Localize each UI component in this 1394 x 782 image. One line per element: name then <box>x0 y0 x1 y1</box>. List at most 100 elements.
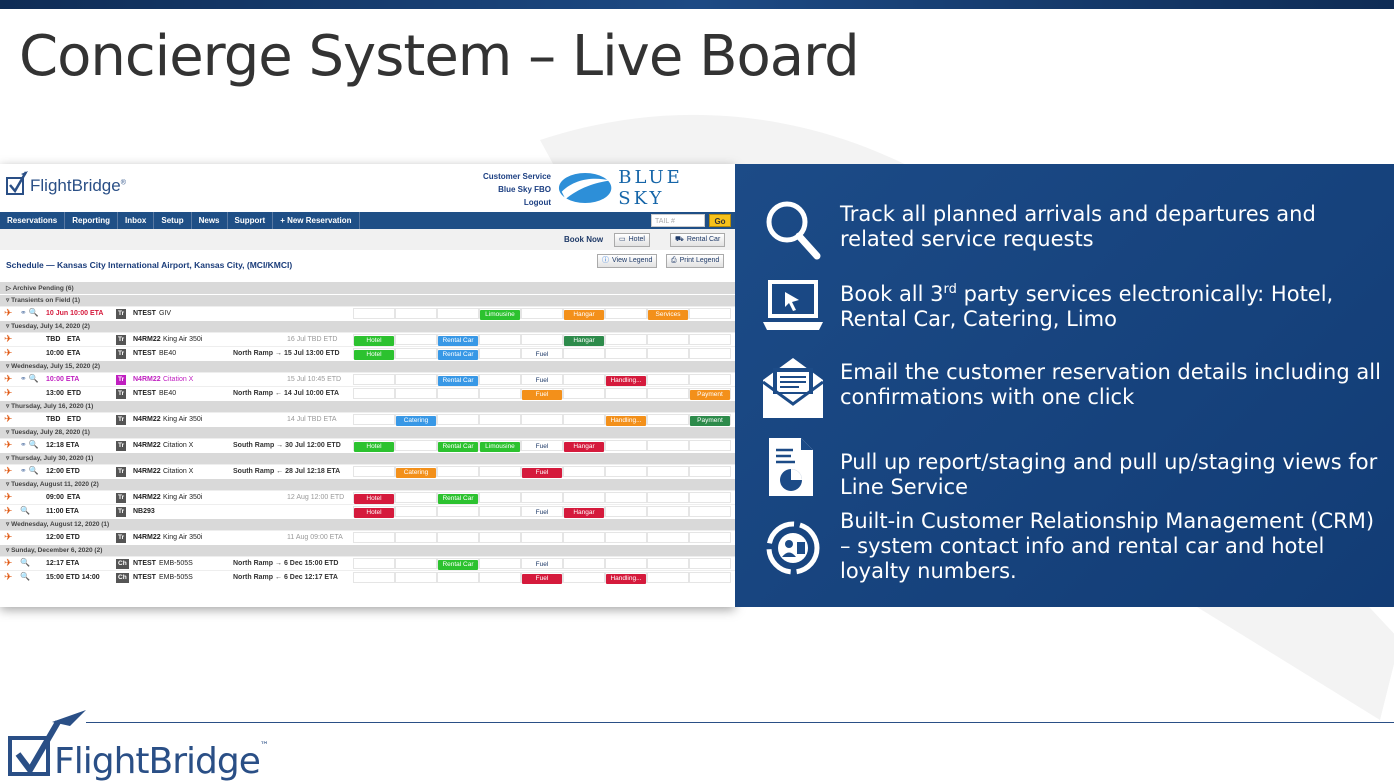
service-cell[interactable] <box>563 572 605 583</box>
logout-link[interactable]: Logout <box>523 198 551 207</box>
service-cell[interactable] <box>605 466 647 477</box>
service-cell[interactable] <box>437 572 479 583</box>
service-status-tag[interactable]: Handling... <box>606 376 646 386</box>
tail-number[interactable]: N4RM22 <box>133 416 161 423</box>
tail-number[interactable]: NB293 <box>133 508 155 515</box>
service-cell[interactable] <box>353 558 395 569</box>
service-cell[interactable] <box>521 414 563 425</box>
service-cell[interactable] <box>647 348 689 359</box>
service-status-tag[interactable]: Payment <box>690 416 730 426</box>
book-hotel-button[interactable]: ▭Hotel <box>614 233 650 247</box>
arrival-time[interactable]: TBD <box>46 416 61 423</box>
service-cell[interactable] <box>395 558 437 569</box>
service-cell[interactable] <box>563 348 605 359</box>
service-cell[interactable] <box>563 388 605 399</box>
service-cell[interactable] <box>605 506 647 517</box>
service-status-tag[interactable]: Rental Car <box>438 376 478 386</box>
schedule-group-header[interactable]: ▿ Thursday, July 16, 2020 (1) <box>0 400 735 412</box>
tail-number[interactable]: N4RM22 <box>133 534 161 541</box>
service-cell[interactable] <box>395 308 437 319</box>
service-cell[interactable] <box>647 492 689 503</box>
service-cell[interactable] <box>395 572 437 583</box>
collapse-icon[interactable]: ▿ <box>6 403 12 410</box>
collapse-icon[interactable]: ▿ <box>6 429 12 436</box>
service-status-tag[interactable]: Hangar <box>564 310 604 320</box>
service-cell[interactable] <box>437 532 479 543</box>
service-cell[interactable] <box>647 466 689 477</box>
collapse-icon[interactable]: ▿ <box>6 323 12 330</box>
print-legend-button[interactable]: ⎙Print Legend <box>666 254 725 268</box>
arrival-time[interactable]: 15:00 ETD 14:00 <box>46 574 100 581</box>
service-cell[interactable] <box>479 334 521 345</box>
service-status-tag[interactable]: Handling... <box>606 416 646 426</box>
nav-news[interactable]: News <box>192 212 228 229</box>
archive-pending-row[interactable]: ▷ Archive Pending (6) <box>0 281 735 294</box>
schedule-group-header[interactable]: ▿ Tuesday, August 11, 2020 (2) <box>0 478 735 490</box>
arrival-time[interactable]: 12:17 ETA <box>46 560 80 567</box>
service-cell[interactable] <box>353 308 395 319</box>
service-cell[interactable] <box>521 532 563 543</box>
service-cell[interactable] <box>689 532 731 543</box>
link-search-icon[interactable]: ⚭ 🔍 <box>20 466 39 475</box>
service-cell[interactable] <box>479 572 521 583</box>
schedule-group-header[interactable]: ▿ Tuesday, July 14, 2020 (2) <box>0 320 735 332</box>
collapse-icon[interactable]: ▿ <box>6 547 12 554</box>
tail-number[interactable]: NTEST <box>133 574 156 581</box>
service-cell[interactable] <box>689 492 731 503</box>
service-status-tag[interactable]: Fuel <box>522 574 562 584</box>
tail-number[interactable]: NTEST <box>133 310 156 317</box>
service-status-tag[interactable]: Hotel <box>354 336 394 346</box>
service-cell[interactable] <box>647 558 689 569</box>
arrival-time[interactable]: TBD <box>46 336 61 343</box>
service-status-tag[interactable]: Handling... <box>606 574 646 584</box>
service-cell[interactable] <box>395 374 437 385</box>
flightbridge-logo[interactable]: FlightBridge® <box>6 170 126 196</box>
service-cell[interactable] <box>689 348 731 359</box>
schedule-group-header[interactable]: ▿ Sunday, December 6, 2020 (2) <box>0 544 735 556</box>
service-status-tag[interactable]: Hotel <box>354 350 394 360</box>
collapse-icon[interactable]: ▿ <box>6 363 12 370</box>
service-cell[interactable] <box>647 388 689 399</box>
service-cell[interactable] <box>605 308 647 319</box>
tail-number[interactable]: NTEST <box>133 390 156 397</box>
nav-setup[interactable]: Setup <box>154 212 192 229</box>
service-status-tag[interactable]: Catering <box>396 416 436 426</box>
customer-service-link[interactable]: Customer Service <box>482 172 551 181</box>
link-search-icon[interactable]: ⚭ 🔍 <box>20 374 39 383</box>
schedule-group-header[interactable]: ▿ Thursday, July 30, 2020 (1) <box>0 452 735 464</box>
service-cell[interactable] <box>689 466 731 477</box>
service-cell[interactable] <box>689 558 731 569</box>
service-cell[interactable] <box>605 440 647 451</box>
service-cell[interactable] <box>479 506 521 517</box>
service-cell[interactable] <box>395 506 437 517</box>
service-status-tag[interactable]: Rental Car <box>438 442 478 452</box>
service-cell[interactable] <box>437 308 479 319</box>
service-cell[interactable] <box>605 388 647 399</box>
service-cell[interactable] <box>479 414 521 425</box>
service-cell[interactable] <box>605 492 647 503</box>
arrival-time[interactable]: 13:00 <box>46 390 64 397</box>
service-cell[interactable] <box>521 558 563 569</box>
service-cell[interactable] <box>521 440 563 451</box>
tail-number[interactable]: NTEST <box>133 350 156 357</box>
nav-inbox[interactable]: Inbox <box>118 212 155 229</box>
fbo-name-link[interactable]: Blue Sky FBO <box>498 185 551 194</box>
service-status-tag[interactable]: Limousine <box>480 442 520 452</box>
tail-search-input[interactable]: TAIL # <box>651 214 705 227</box>
service-cell[interactable] <box>479 374 521 385</box>
service-status-tag[interactable]: Rental Car <box>438 560 478 570</box>
arrival-time[interactable]: 10:00 <box>46 350 64 357</box>
service-status-tag[interactable]: Limousine <box>480 310 520 320</box>
service-cell[interactable] <box>647 532 689 543</box>
service-cell[interactable] <box>605 558 647 569</box>
service-status-tag[interactable]: Rental Car <box>438 350 478 360</box>
tail-number[interactable]: N4RM22 <box>133 376 161 383</box>
service-cell[interactable] <box>647 506 689 517</box>
service-cell[interactable] <box>437 466 479 477</box>
service-status-tag[interactable]: Hotel <box>354 442 394 452</box>
